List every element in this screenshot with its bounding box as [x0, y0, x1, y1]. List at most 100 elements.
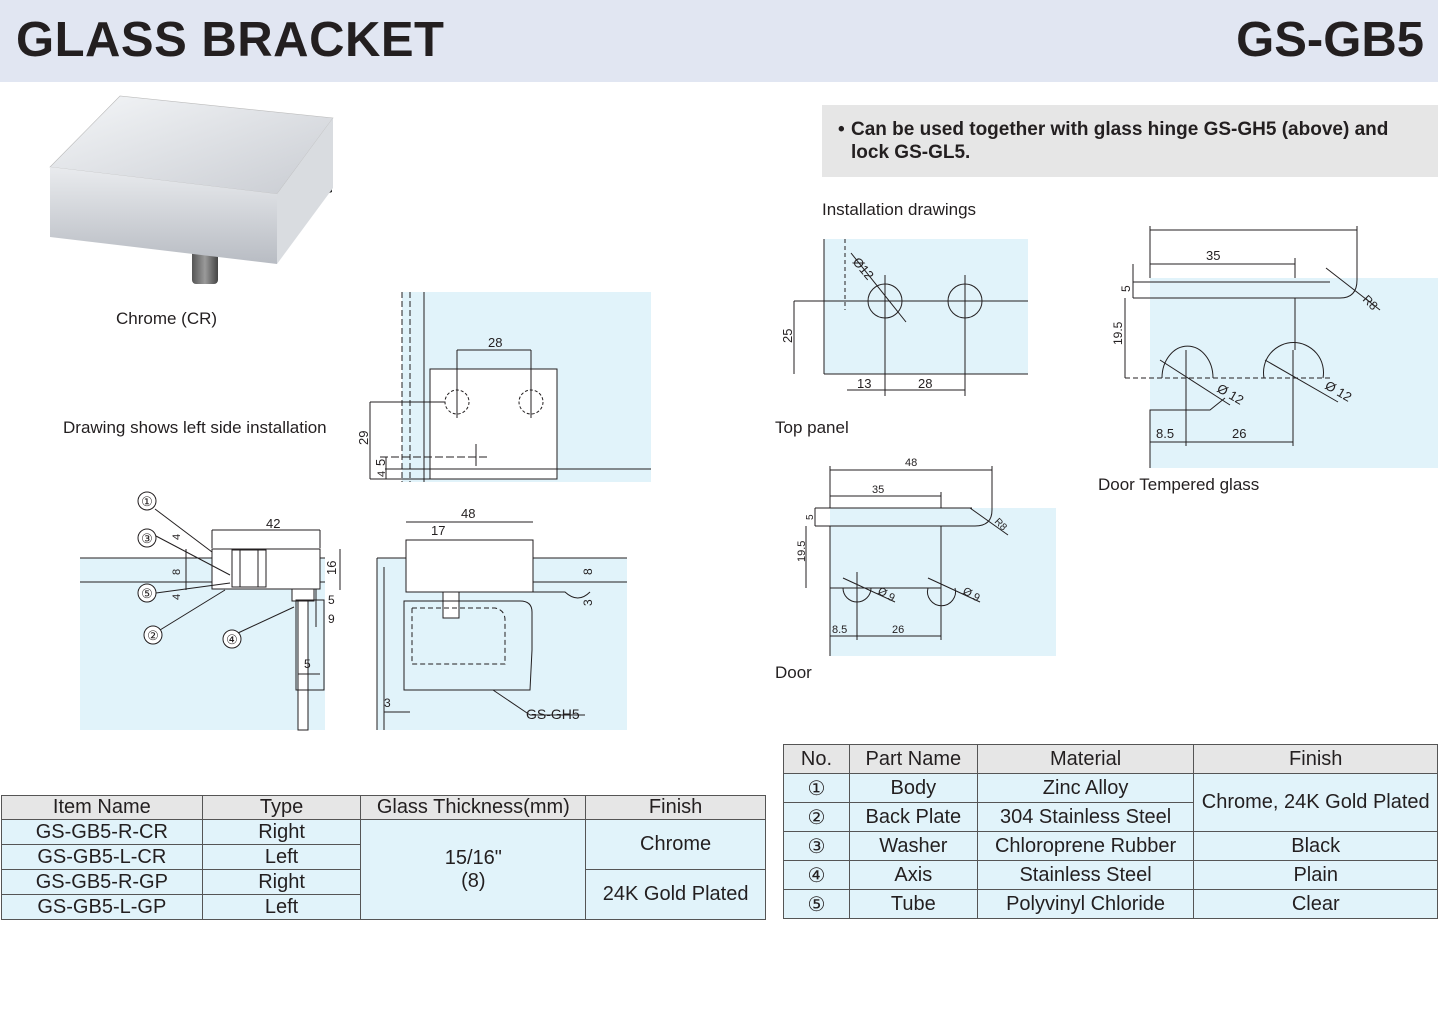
dim-42: 42	[266, 516, 280, 531]
dim-48-front: 48	[461, 506, 475, 521]
dim-5-side: 5	[328, 593, 335, 607]
item-name-cell: GS-GB5-L-GP	[1, 894, 203, 920]
product-code: GS-GB5	[1236, 13, 1424, 67]
col-type: Type	[201, 795, 362, 820]
dim-25: 25	[780, 329, 795, 343]
dim-9-side: 9	[328, 612, 335, 626]
door-label: Door	[775, 663, 812, 682]
no-cell: ⑤	[783, 889, 850, 919]
dim-28-top: 28	[918, 376, 932, 391]
dim-35-tempered: 35	[1206, 248, 1220, 263]
compatibility-note: • Can be used together with glass hinge …	[822, 105, 1438, 177]
note-bullet: •	[838, 119, 845, 140]
dim-3-front: 3	[581, 599, 595, 606]
dim-19-5-tempered: 19.5	[1111, 321, 1125, 345]
dim-4-front: 4	[376, 471, 388, 477]
dim-5-front: 5	[373, 459, 388, 466]
table-row: GS-GB5-R-CR Right 15/16" (8) Chrome	[1, 819, 766, 920]
type-cell: Left	[201, 844, 362, 870]
col-item-name: Item Name	[1, 795, 203, 820]
no-cell: ②	[783, 802, 850, 832]
no-cell: ④	[783, 860, 850, 890]
gs-gh5-label: GS-GH5	[526, 706, 580, 722]
dim-8-5-tempered: 8.5	[1156, 426, 1174, 441]
table-row: ⑤ Tube Polyvinyl Chloride Clear	[783, 889, 1438, 919]
item-table: Item Name Type Glass Thickness(mm) Finis…	[1, 795, 766, 920]
table-row: GS-GB5-L-CR Left	[1, 844, 766, 870]
dim-17: 17	[431, 523, 445, 538]
finish-cell: Clear	[1193, 889, 1438, 919]
dim-5-tube: 5	[304, 657, 311, 671]
item-name-cell: GS-GB5-L-CR	[1, 844, 203, 870]
part-cell: Axis	[848, 860, 978, 890]
dim-29: 29	[356, 431, 371, 445]
type-cell: Left	[201, 894, 362, 920]
table-row: GS-GB5-L-GP Left	[1, 894, 766, 920]
part-cell: Body	[848, 773, 978, 803]
dim-48-door: 48	[905, 457, 917, 469]
callout-3: ③	[141, 531, 153, 546]
material-cell: Polyvinyl Chloride	[976, 889, 1195, 919]
finish-cell: Black	[1193, 831, 1438, 861]
col-part-name: Part Name	[848, 744, 978, 774]
callout-1: ①	[141, 494, 153, 509]
dim-16: 16	[324, 561, 339, 575]
callout-5: ⑤	[141, 586, 153, 601]
material-cell: 304 Stainless Steel	[976, 802, 1195, 832]
glass-thickness-cell: 15/16" (8)	[360, 819, 587, 920]
dim-35-door: 35	[872, 484, 884, 496]
table-row: GS-GB5-R-GP Right 24K Gold Plated	[1, 869, 766, 920]
callout-4: ④	[226, 632, 238, 647]
door-tempered-label: Door Tempered glass	[1098, 475, 1260, 494]
note-text: Can be used together with glass hinge GS…	[851, 119, 1389, 163]
thickness-mm: (8)	[461, 869, 486, 892]
parts-table: No. Part Name Material Finish ① Body Zin…	[783, 744, 1438, 919]
material-cell: Stainless Steel	[976, 860, 1195, 890]
no-cell: ③	[783, 831, 850, 861]
item-name-cell: GS-GB5-R-GP	[1, 869, 203, 895]
no-cell: ①	[783, 773, 850, 803]
dim-8-side: 8	[171, 569, 183, 575]
dim-8-front: 8	[581, 568, 595, 575]
dim-5-door: 5	[805, 514, 816, 520]
dim-3-bottom: 3	[384, 696, 391, 710]
dim-19-5-door: 19.5	[796, 541, 808, 562]
table-row: ③ Washer Chloroprene Rubber Black	[783, 831, 1438, 861]
table-row: ④ Axis Stainless Steel Plain	[783, 860, 1438, 890]
part-cell: Back Plate	[848, 802, 978, 832]
side-installation-note: Drawing shows left side installation	[63, 418, 327, 437]
col-finish: Finish	[1193, 744, 1438, 774]
type-cell: Right	[201, 869, 362, 895]
col-finish: Finish	[585, 795, 766, 820]
top-panel-label: Top panel	[775, 418, 849, 437]
dim-5-tempered: 5	[1119, 285, 1133, 292]
thickness-inch: 15/16"	[444, 846, 502, 869]
dim-26-door: 26	[892, 624, 904, 636]
type-cell: Right	[201, 819, 362, 845]
finish-chrome-cell: Chrome	[585, 819, 766, 870]
material-cell: Chloroprene Rubber	[976, 831, 1195, 861]
product-photo	[49, 95, 334, 284]
col-material: Material	[976, 744, 1195, 774]
finish-merged-cell: Chrome, 24K Gold Plated	[1193, 773, 1438, 832]
finish-caption: Chrome (CR)	[116, 309, 218, 328]
dim-13: 13	[857, 376, 871, 391]
material-cell: Zinc Alloy	[976, 773, 1195, 803]
dim-26-tempered: 26	[1232, 426, 1246, 441]
col-no: No.	[783, 744, 850, 774]
callout-2: ②	[147, 628, 159, 643]
col-glass-thickness: Glass Thickness(mm)	[360, 795, 587, 820]
dim-8-5-door: 8.5	[832, 624, 847, 636]
dim-28-front: 28	[488, 335, 502, 350]
part-cell: Tube	[848, 889, 978, 919]
installation-heading: Installation drawings	[822, 200, 977, 219]
part-cell: Washer	[848, 831, 978, 861]
finish-gold-cell: 24K Gold Plated	[585, 869, 766, 920]
page-title: GLASS BRACKET	[16, 13, 445, 67]
header-bar: GLASS BRACKET GS-GB5	[0, 0, 1438, 82]
finish-cell: Plain	[1193, 860, 1438, 890]
dim-4-side-bottom: 4	[171, 594, 183, 600]
table-row: ① Body Zinc Alloy Chrome, 24K Gold Plate…	[783, 773, 1438, 832]
dim-4-side-top: 4	[171, 534, 183, 540]
